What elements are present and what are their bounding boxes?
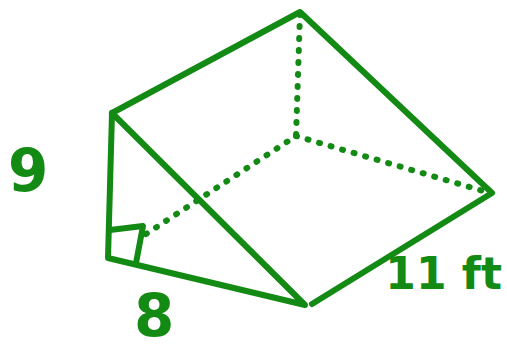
dimension-label: 11 ft (385, 252, 502, 296)
right-angle-mark (110, 226, 143, 263)
dimension-label: 9 (8, 142, 48, 200)
hidden-edge (296, 14, 300, 136)
front-face (108, 113, 305, 305)
dimension-label: 8 (134, 287, 174, 345)
